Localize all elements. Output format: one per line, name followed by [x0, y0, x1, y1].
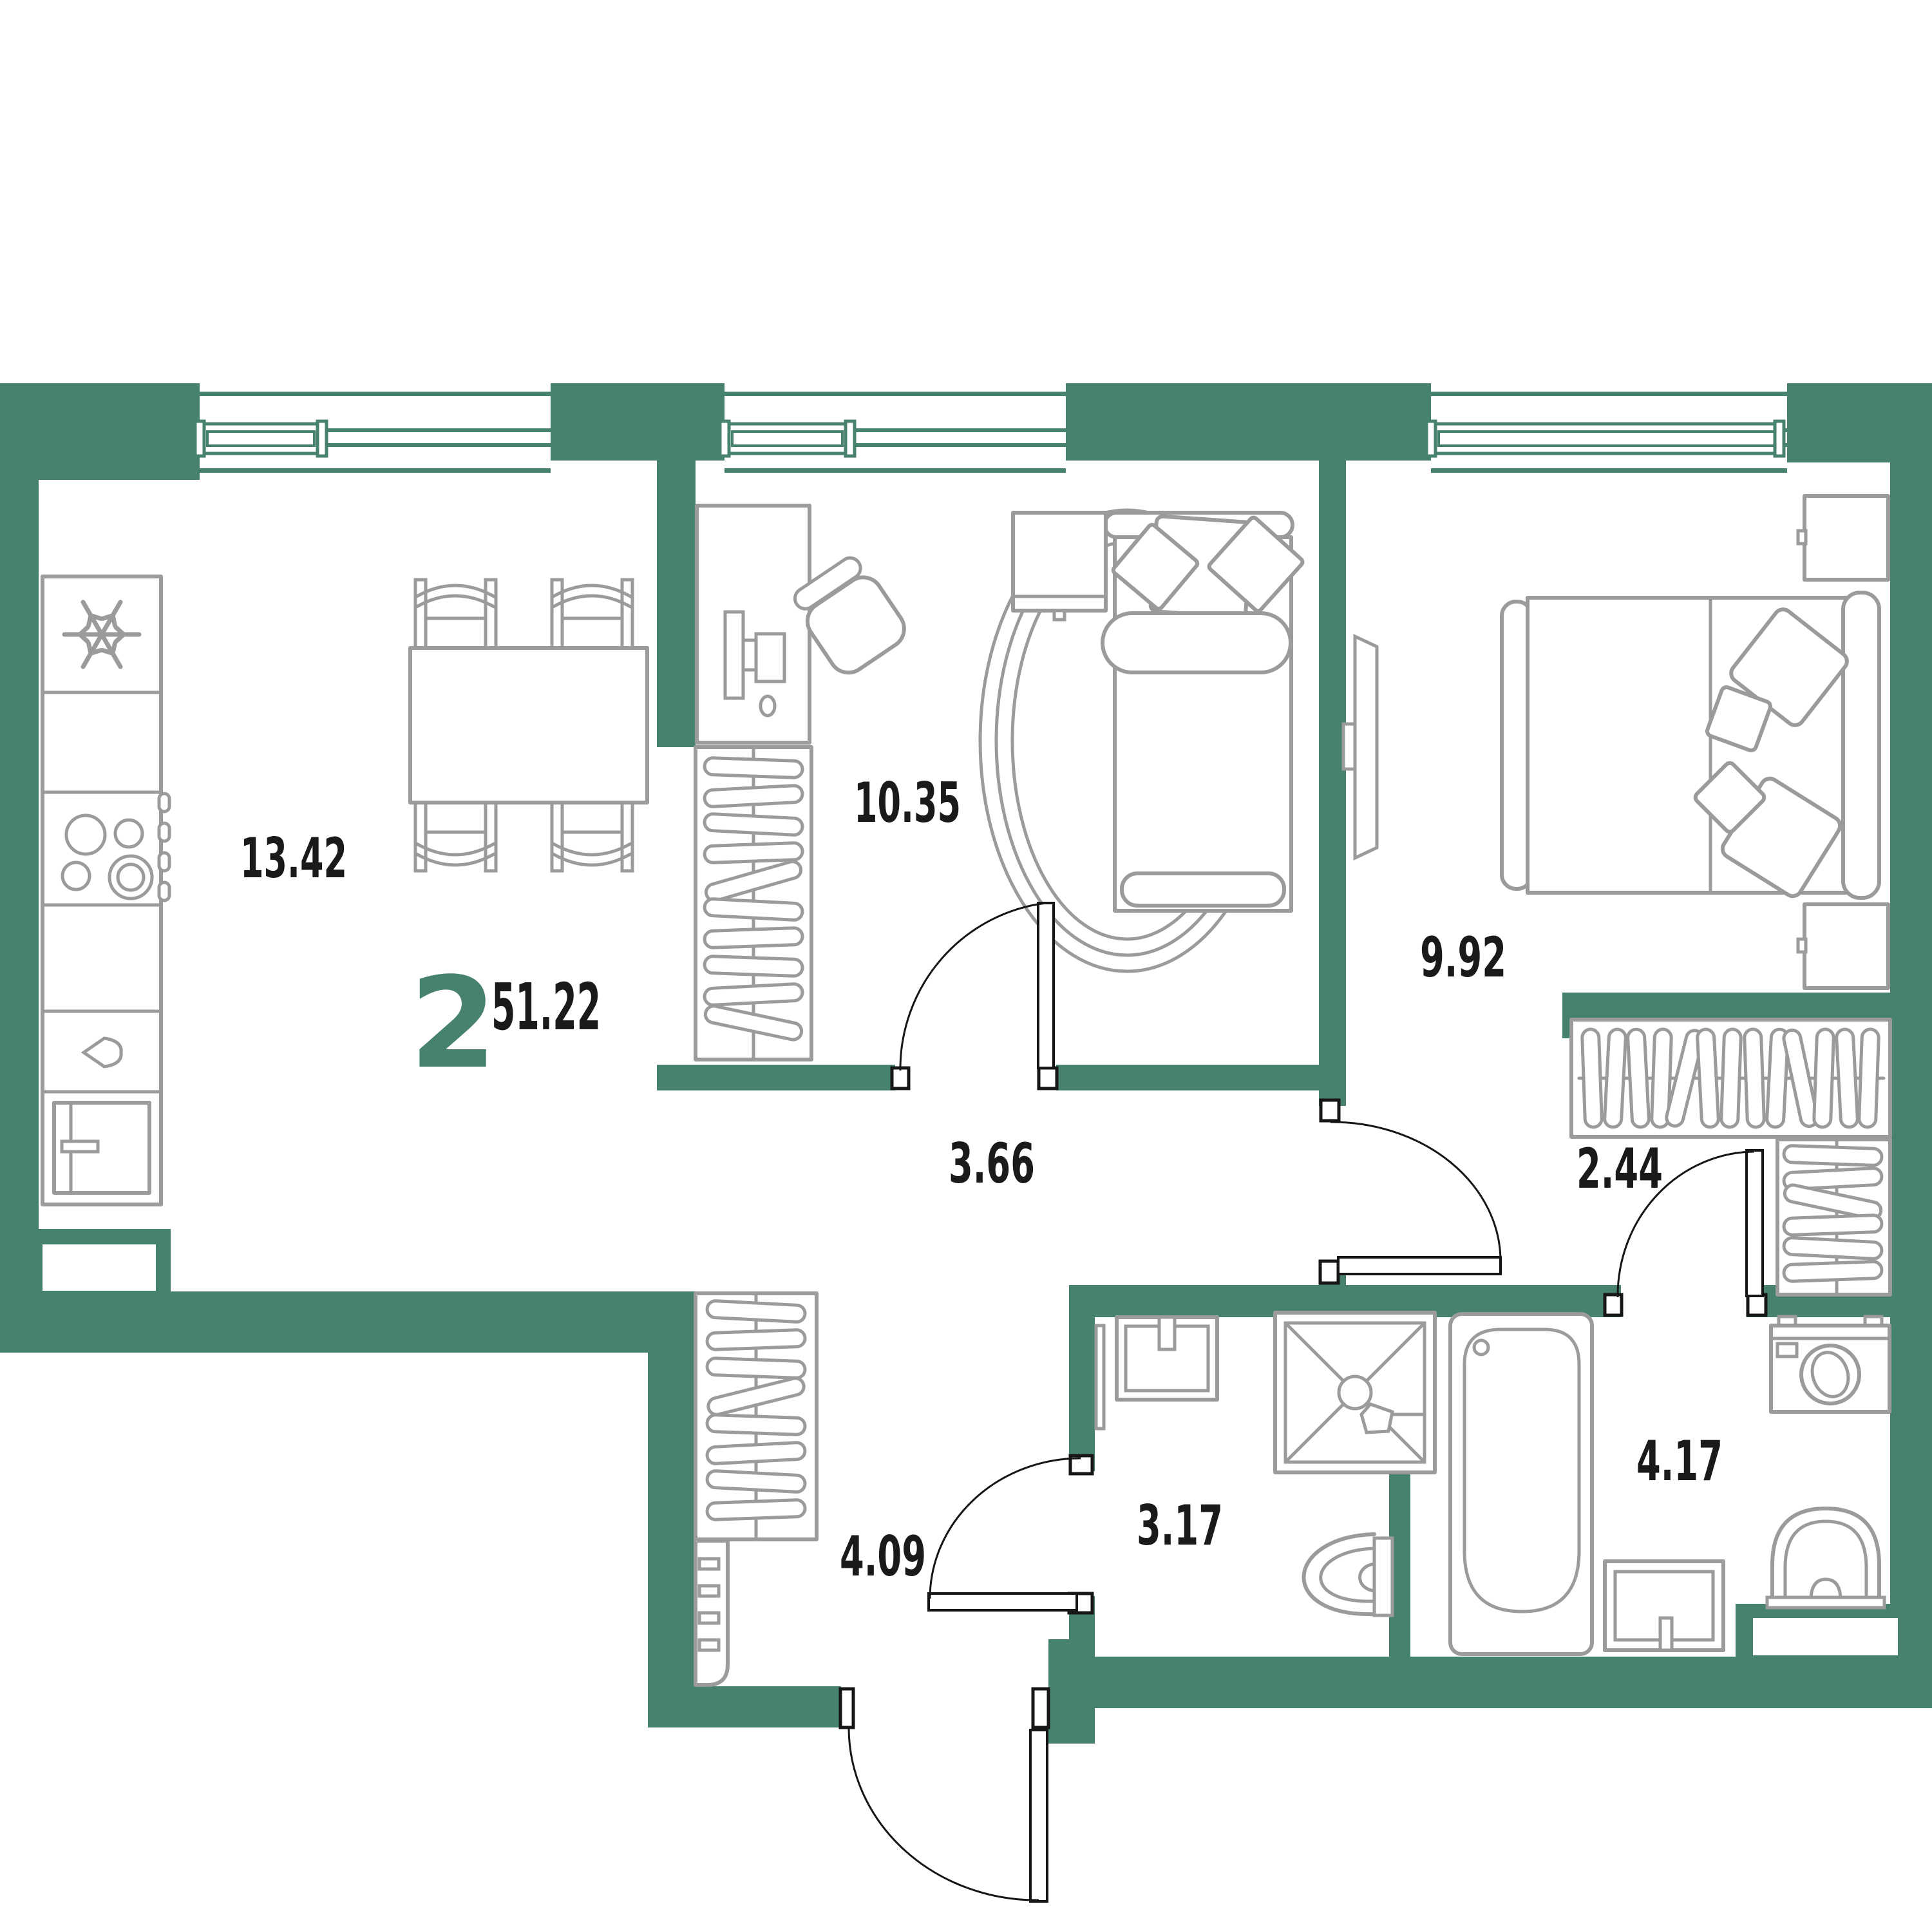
- dining-chair-icon: [413, 578, 498, 651]
- keyboard-icon: [754, 632, 786, 683]
- vanity-sink-icon: [1603, 1559, 1725, 1652]
- shelf-icon: [694, 1539, 730, 1687]
- washing-machine-icon: [1769, 1315, 1891, 1414]
- walls: [0, 383, 1932, 1744]
- tv-stand-icon: [1011, 511, 1108, 622]
- room-labels: 13.42 10.35 9.92 3.66 2.44 3.17 4.09 4.1…: [240, 771, 1723, 1589]
- wall-niche: [43, 1244, 156, 1291]
- room-area-label: 4.17: [1636, 1429, 1723, 1494]
- dining-table-icon: [408, 646, 649, 804]
- nightstand-icon: [1796, 494, 1890, 582]
- mouse-icon: [759, 694, 777, 718]
- room-area-label: 4.09: [840, 1525, 926, 1589]
- window-room: [718, 392, 1066, 473]
- total-area-label: 51.22: [491, 969, 601, 1045]
- sink-icon: [1115, 1315, 1219, 1402]
- rooms-count-label: 2: [410, 950, 497, 1096]
- room-area-label: 10.35: [854, 771, 961, 835]
- office-chair-icon: [793, 556, 906, 675]
- shower-icon: [1273, 1311, 1437, 1474]
- stove-icon: [61, 792, 171, 902]
- toilet-duct-niche: [1753, 1618, 1898, 1655]
- dining-chair-icon: [413, 799, 498, 873]
- wardrobe-icon: [1569, 1018, 1892, 1139]
- room-area-label: 2.44: [1577, 1137, 1663, 1201]
- room-area-label: 3.17: [1137, 1494, 1223, 1558]
- towel-rail-icon: [1094, 1324, 1106, 1431]
- room-area-label: 13.42: [240, 826, 347, 891]
- nightstand-icon: [1796, 902, 1890, 990]
- toilet-icon: [1765, 1507, 1886, 1610]
- kitchen-sink-icon: [52, 1036, 151, 1195]
- window-kitchen: [193, 392, 551, 473]
- room-area-label: 9.92: [1420, 926, 1506, 990]
- room-area-label: 3.66: [949, 1132, 1035, 1196]
- monitor-icon: [723, 610, 745, 700]
- wardrobe-icon: [694, 1291, 819, 1541]
- door-bathroom-big: [1603, 1149, 1768, 1317]
- bed-icon: [1500, 591, 1881, 900]
- toilet-icon: [1302, 1532, 1394, 1617]
- bathtub-icon: [1448, 1312, 1594, 1656]
- door-room: [890, 902, 1059, 1090]
- door-corridor: [1318, 1098, 1502, 1285]
- drop-icon: [80, 1036, 123, 1069]
- dining-chair-icon: [550, 578, 634, 651]
- kitchen-counter: [41, 575, 163, 1206]
- wardrobe-icon: [1776, 1137, 1892, 1297]
- wardrobe-icon: [694, 745, 813, 1061]
- window-bedroom: [1425, 392, 1787, 473]
- entrance-door: [838, 1687, 1050, 1903]
- door-bathroom: [927, 1454, 1094, 1615]
- tv-icon: [1341, 634, 1379, 861]
- sofa-bed-icon: [1101, 511, 1305, 913]
- apartment-badge: 2 51.22: [410, 950, 601, 1096]
- dining-chair-icon: [550, 799, 634, 873]
- desk-icon: [695, 504, 811, 745]
